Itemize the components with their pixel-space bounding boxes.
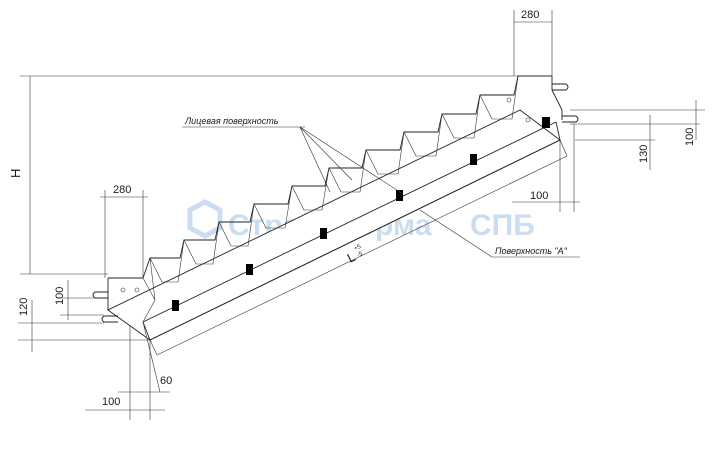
mark-rect [396,190,403,201]
dimension-lines [18,10,705,420]
mark-rect [246,264,253,275]
dim-left-280: 280 [113,184,131,196]
leader-lines [182,126,580,258]
dim-right-100: 100 [684,128,696,146]
hole-icon [134,287,140,293]
mark-rect [172,300,179,311]
dim-right-100-horizontal: 100 [530,190,548,202]
watermark-logo-icon [187,199,223,239]
mark-rect [320,228,327,239]
fastener-marks [120,97,550,311]
hole-icon [525,117,531,123]
dim-left-120: 120 [18,298,30,316]
mark-rect [470,154,477,165]
dim-left-100: 100 [54,287,66,305]
dim-top-280: 280 [521,9,539,21]
hole-icon [120,287,126,293]
dim-length-tol-plus: +5 [353,244,362,253]
hole-icon [506,97,512,103]
mark-rect [542,117,550,128]
stringer-body [107,109,561,341]
steps-profile [107,75,563,323]
dim-height-h: H [8,169,23,178]
dim-bottom-100: 100 [102,396,120,408]
label-surface-a: Поверхность "А" [495,246,568,256]
dim-right-130: 130 [638,145,650,163]
annotation-labels: Лицевая поверхность Поверхность "А" [184,116,568,256]
dim-bottom-60: 60 [160,375,172,387]
dim-length-tol-minus: -5 [356,251,364,259]
watermark-text-suffix: СПБ [470,209,535,242]
label-face-surface: Лицевая поверхность [184,116,279,126]
